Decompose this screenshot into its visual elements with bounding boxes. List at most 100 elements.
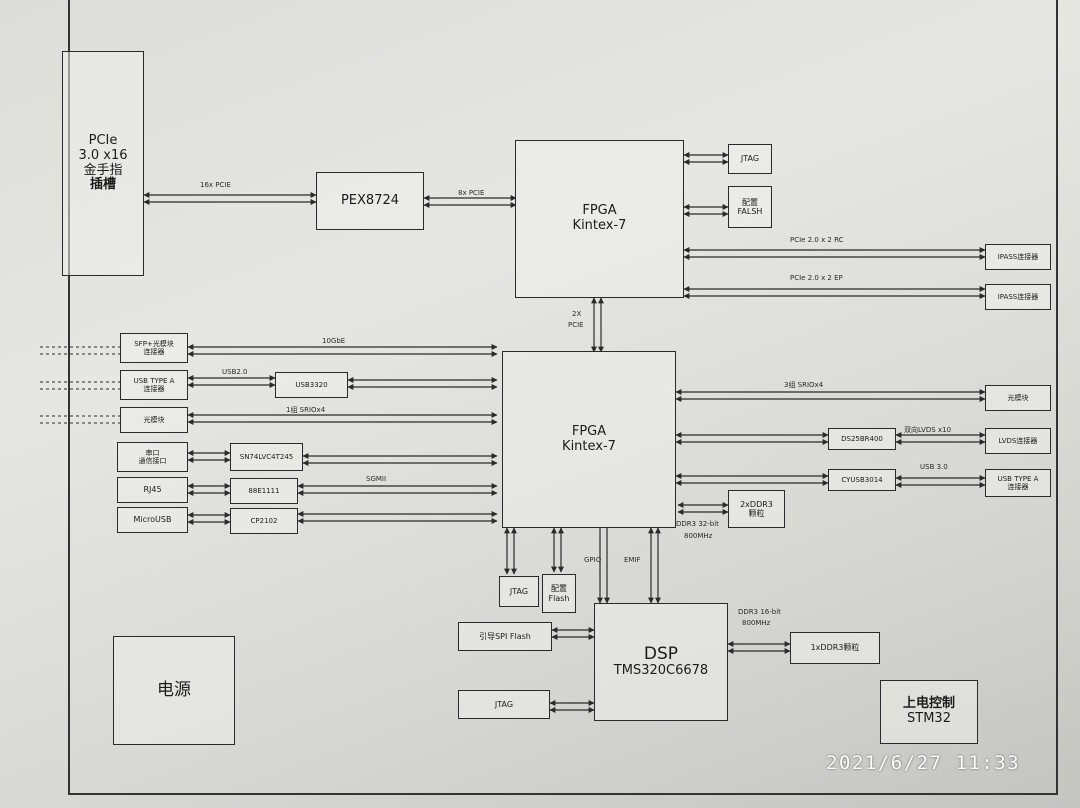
- optical-module-left: 光模块: [120, 407, 188, 433]
- ddr3-1x-chip: 1xDDR3颗粒: [790, 632, 880, 664]
- usb3320-label: USB3320: [295, 380, 328, 389]
- fpga-top-line-1: FPGA: [582, 203, 617, 219]
- rj45-port: RJ45: [117, 477, 188, 503]
- cyusb-label: CYUSB3014: [841, 475, 883, 484]
- power-supply: 电源: [113, 636, 235, 745]
- optical-module-right: 光模块: [985, 385, 1051, 411]
- jtag-mid-label: JTAG: [509, 586, 529, 596]
- ipass-connector-1: IPASS连接器: [985, 244, 1051, 270]
- dsp-chip: DSP TMS320C6678: [594, 603, 728, 721]
- fpga-main-line-1: FPGA: [571, 423, 607, 439]
- label-lvds: 双向LVDS x10: [904, 426, 952, 434]
- phy-label: 88E1111: [248, 486, 280, 495]
- label-pcie-x16: 16x PCIE: [200, 181, 231, 189]
- label-emif: EMIF: [624, 556, 641, 564]
- ddr3-1x-label: 1xDDR3颗粒: [810, 643, 860, 653]
- cp2102-label: CP2102: [250, 516, 278, 525]
- config-flash-line-1: 配置: [551, 584, 567, 594]
- ds25br400-buffer: DS25BR400: [828, 428, 896, 450]
- usb-typea-left-line-2: 连接器: [143, 385, 165, 393]
- serial-line-2: 通信接口: [138, 457, 167, 465]
- pcie-slot-line-1: PCIe: [88, 132, 118, 148]
- lvds-connector-label: LVDS连接器: [998, 436, 1038, 445]
- label-ddr3-32-line-2: 800MHz: [684, 532, 713, 540]
- config-flash: 配置 Flash: [542, 574, 576, 613]
- config-falsh-line-1: 配置: [742, 197, 758, 207]
- label-sgmii: SGMII: [366, 475, 387, 483]
- dsp-line-2: TMS320C6678: [613, 663, 709, 679]
- serial-port: 串口 通信接口: [117, 442, 188, 472]
- usb-typea-right: USB TYPE A 连接器: [985, 469, 1051, 497]
- jtag-top: JTAG: [728, 144, 772, 174]
- label-pcie-8x: 8x PCIE: [458, 189, 485, 197]
- usb-typea-left: USB TYPE A 连接器: [120, 370, 188, 400]
- pex8724-switch: PEX8724: [316, 172, 424, 230]
- optical-module-right-label: 光模块: [1007, 393, 1029, 402]
- fpga-main-line-2: Kintex-7: [562, 438, 616, 454]
- sfp-line-2: 连接器: [143, 348, 165, 356]
- microusb-port: MicroUSB: [117, 507, 188, 533]
- lvds-connector: LVDS连接器: [985, 428, 1051, 454]
- config-flash-line-2: Flash: [548, 593, 570, 603]
- usb-typea-left-line-1: USB TYPE A: [133, 376, 175, 385]
- fpga-main: FPGA Kintex-7: [502, 351, 676, 528]
- pcie-slot-line-2: 3.0 x16: [78, 147, 128, 163]
- pcie-slot-line-3: 金手指: [83, 162, 123, 178]
- ds25-label: DS25BR400: [841, 434, 883, 443]
- label-usb30: USB 3.0: [920, 463, 948, 471]
- ipass-2-label: IPASS连接器: [997, 292, 1039, 301]
- label-10gbe: 10GbE: [322, 337, 346, 345]
- pcie-slot: PCIe 3.0 x16 金手指 插槽: [62, 51, 144, 276]
- ddr3-2x-line-1: 2xDDR3: [740, 499, 773, 509]
- level-shifter: SN74LVC4T245: [230, 443, 303, 471]
- fpga-top: FPGA Kintex-7: [515, 140, 684, 298]
- usb3320-phy: USB3320: [275, 372, 348, 398]
- label-gpio: GPIO: [584, 556, 602, 564]
- ddr3-2x-line-2: 颗粒: [748, 509, 765, 518]
- cp2102-bridge: CP2102: [230, 508, 298, 534]
- usb-typea-right-line-2: 连接器: [1007, 483, 1029, 491]
- label-pcie-2x-line-2: PCIE: [568, 321, 584, 329]
- dsp-line-1: DSP: [643, 643, 679, 664]
- power-label: 电源: [157, 679, 191, 700]
- label-ddr3-32-line-1: DDR3 32-bit: [676, 520, 719, 528]
- boot-flash-label: 引导SPI Flash: [479, 631, 531, 641]
- rj45-label: RJ45: [143, 485, 162, 495]
- label-srio-left: 1组 SRIOx4: [286, 406, 326, 414]
- diagram-border: [68, 0, 1058, 795]
- label-ddr3-16-line-2: 800MHz: [742, 619, 771, 627]
- jtag-bottom-label: JTAG: [494, 699, 514, 709]
- mcu-line-2: STM32: [907, 711, 951, 726]
- mcu-line-1: 上电控制: [902, 696, 955, 712]
- ipass-1-label: IPASS连接器: [997, 252, 1039, 261]
- label-pcie-gen2-rc: PCIe 2.0 x 2 RC: [790, 236, 844, 244]
- label-usb20: USB2.0: [222, 368, 248, 376]
- ethernet-phy: 88E1111: [230, 478, 298, 504]
- ipass-connector-2: IPASS连接器: [985, 284, 1051, 310]
- fpga-top-line-2: Kintex-7: [572, 218, 627, 233]
- label-ddr3-16-line-1: DDR3 16-bit: [738, 608, 781, 616]
- label-pcie-2x-line-1: 2X: [572, 310, 582, 318]
- jtag-mid: JTAG: [499, 576, 539, 607]
- sfp-line-1: SFP+光模块: [134, 339, 174, 348]
- cyusb3014-controller: CYUSB3014: [828, 469, 896, 491]
- config-falsh: 配置 FALSH: [728, 186, 772, 228]
- jtag-bottom: JTAG: [458, 690, 550, 719]
- config-falsh-line-2: FALSH: [737, 207, 763, 216]
- label-srio-right: 3组 SRIOx4: [784, 381, 824, 389]
- usb-typea-right-line-1: USB TYPE A: [997, 474, 1039, 483]
- serial-line-1: 串口: [145, 448, 160, 457]
- pex8724-label: PEX8724: [340, 192, 400, 208]
- ddr3-2x-chips: 2xDDR3 颗粒: [728, 490, 785, 528]
- photo-timestamp: 2021/6/27 11:33: [826, 752, 1021, 774]
- microusb-label: MicroUSB: [133, 515, 172, 525]
- optical-module-left-label: 光模块: [143, 415, 165, 424]
- level-shifter-label: SN74LVC4T245: [239, 452, 294, 461]
- jtag-top-label: JTAG: [740, 154, 760, 164]
- label-pcie-gen2-ep: PCIe 2.0 x 2 EP: [790, 274, 843, 282]
- boot-spi-flash: 引导SPI Flash: [458, 622, 552, 651]
- power-control-mcu: 上电控制 STM32: [880, 680, 978, 744]
- sfp-connector: SFP+光模块 连接器: [120, 333, 188, 363]
- pcie-slot-line-4: 插槽: [89, 177, 116, 193]
